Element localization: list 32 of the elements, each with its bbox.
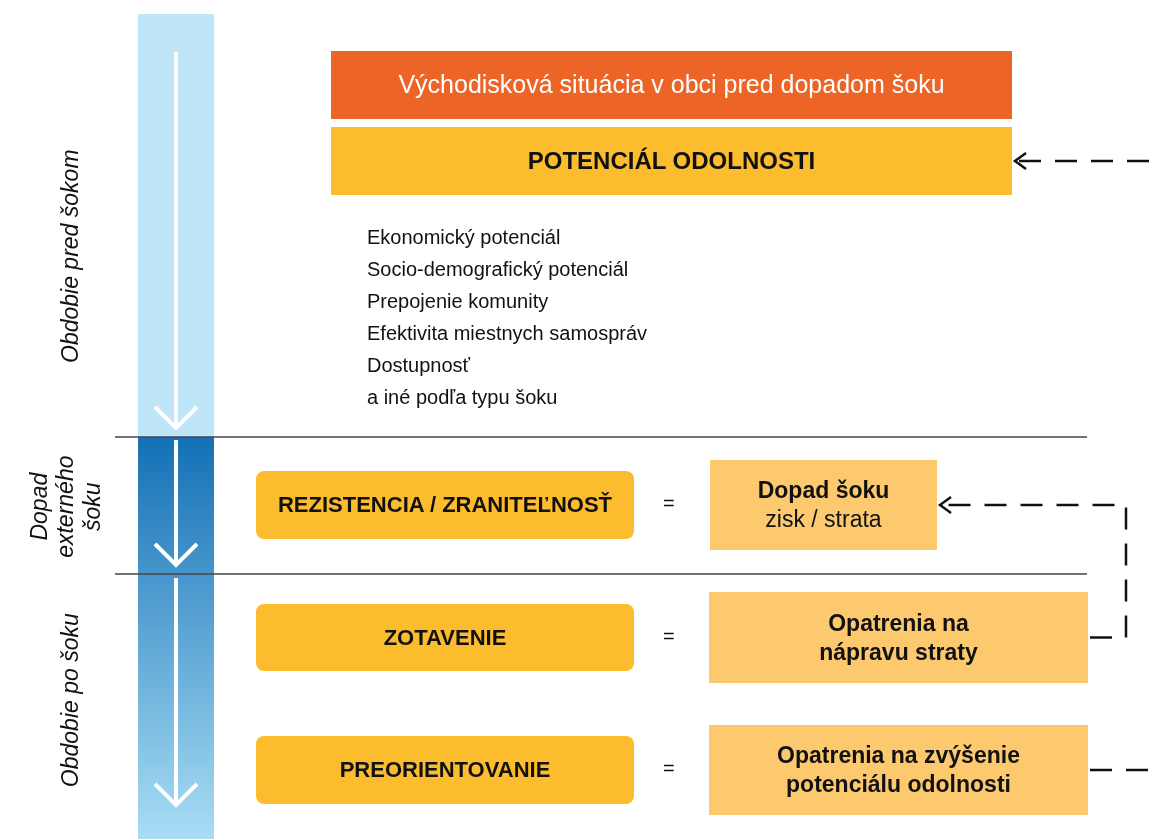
heading-banner [331, 51, 1012, 119]
box-title: PREORIENTOVANIE [339, 756, 551, 784]
list-item: Ekonomický potenciál [367, 226, 561, 249]
result-box [709, 592, 1088, 683]
box-title: POTENCIÁL ODOLNOSTI [527, 146, 816, 176]
dashed-arrow [938, 495, 1128, 639]
dashed-arrow [1013, 151, 1149, 171]
list-item: Socio-demografický potenciál [367, 258, 629, 281]
list-item: Dostupnosť [367, 354, 471, 377]
list-item: a iné podľa typu šoku [367, 386, 558, 409]
result-box [709, 725, 1088, 815]
stage-box [256, 471, 634, 539]
list-item: Prepojenie komunity [367, 290, 549, 313]
box-subtitle: zisk / strata [765, 505, 882, 534]
stage-box [256, 736, 634, 804]
list-item: Efektivita miestnych samospráv [367, 322, 648, 345]
dashed-line [1090, 768, 1149, 772]
equals-sign: = [663, 492, 675, 515]
box-title: Opatrenia na zvýšenie potenciálu odolnosti [776, 741, 1021, 799]
stage-box [256, 604, 634, 671]
period-label: Dopad externého šoku [26, 454, 106, 560]
category-box [331, 127, 1012, 195]
box-title: Dopad šoku [757, 476, 890, 505]
period-label: Obdobie pred šokom [56, 149, 83, 363]
box-title: Opatrenia na nápravu straty [818, 608, 979, 667]
box-title: Východisková situácia v obci pred dopadom šoku [398, 69, 945, 101]
box-title: REZISTENCIA / ZRANITEĽNOSŤ [277, 491, 613, 519]
box-title: ZOTAVENIE [383, 623, 507, 652]
equals-sign: = [663, 757, 675, 780]
period-label: Obdobie po šoku [56, 613, 84, 788]
result-box [710, 460, 937, 550]
equals-sign: = [663, 625, 675, 648]
